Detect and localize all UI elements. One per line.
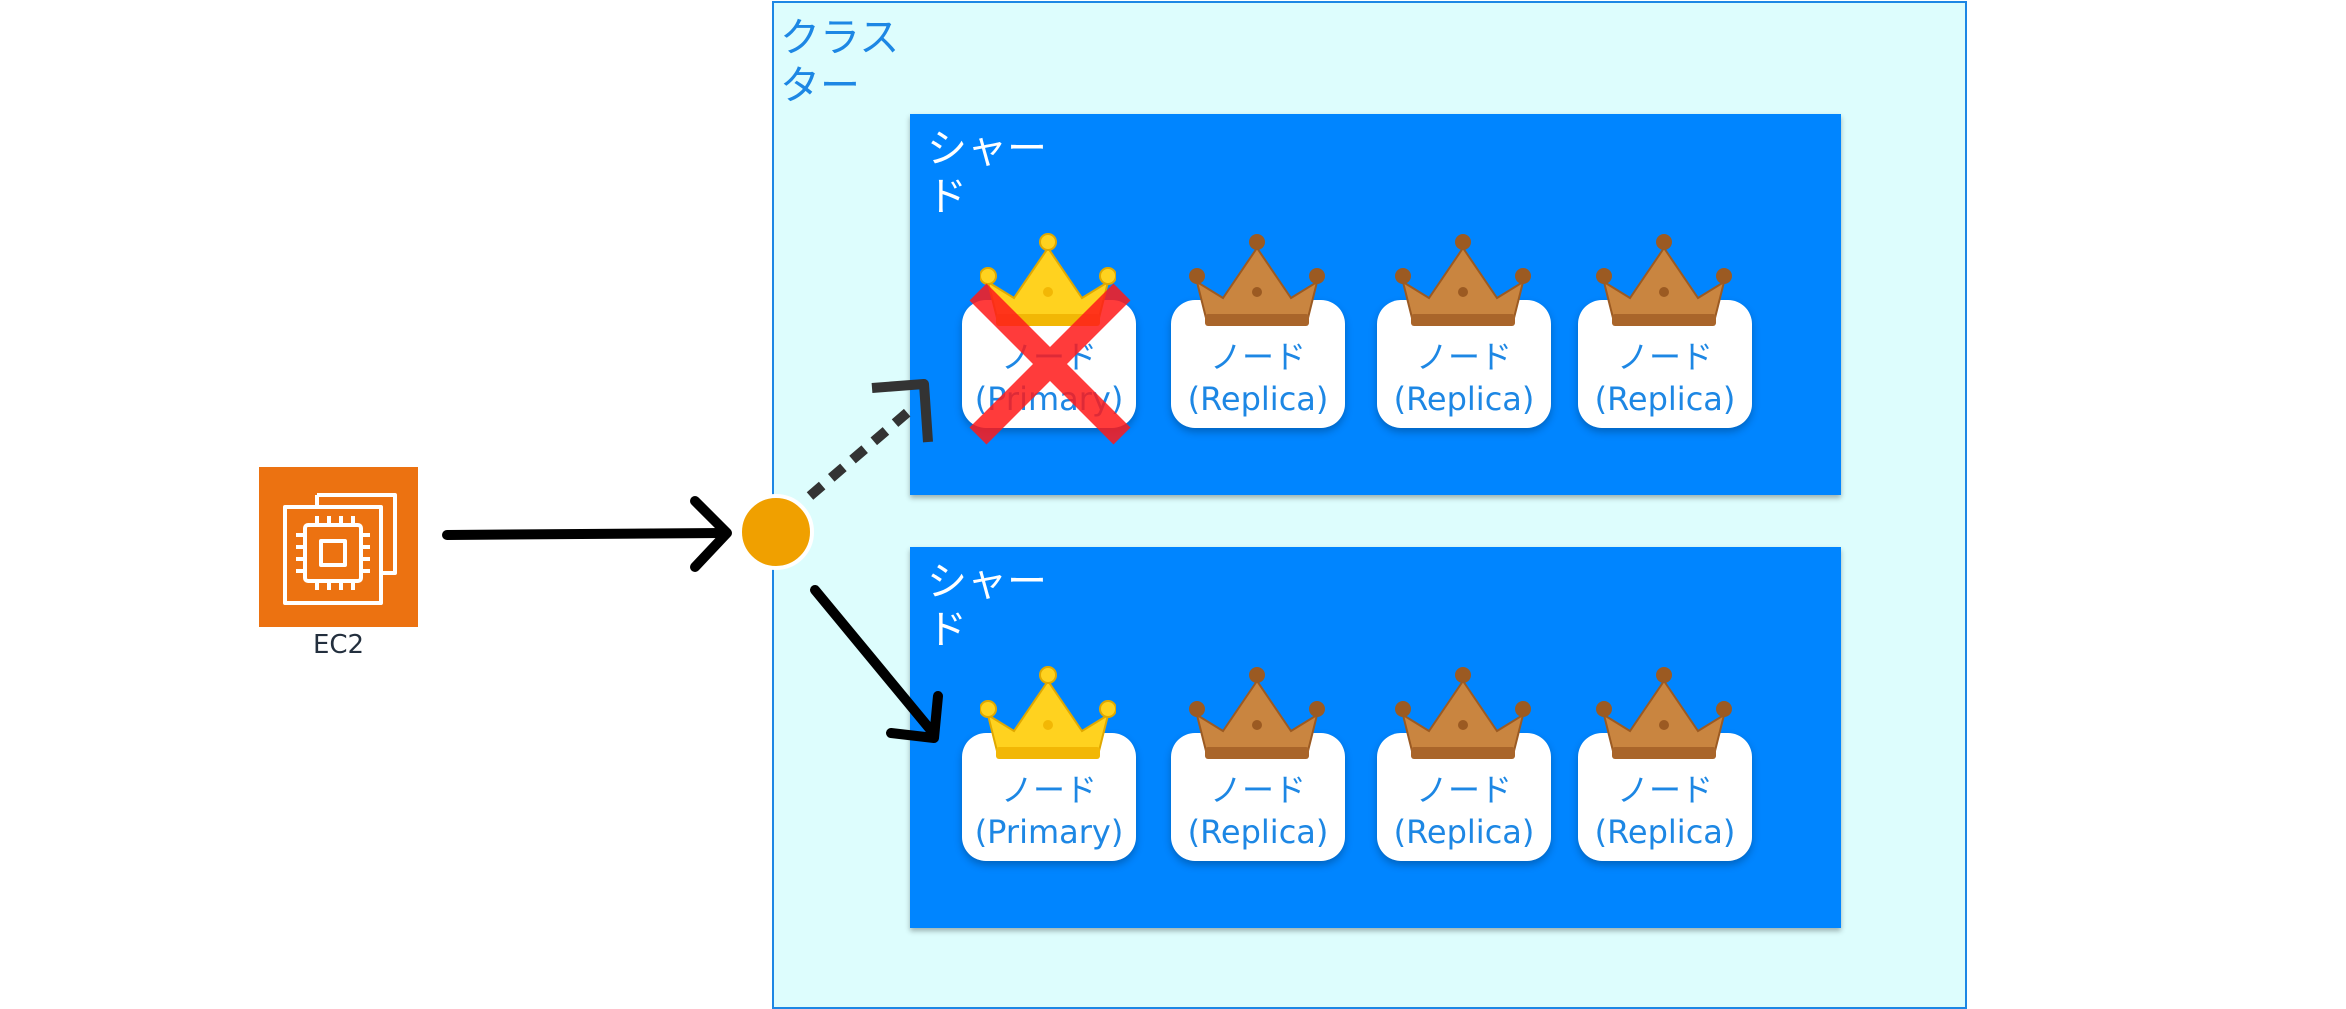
shard-1-replica-node: ノード (Replica) [1377,300,1551,428]
cluster-label: クラスター [780,15,900,109]
router-to-active-shard-arrow [810,585,943,743]
node-label: ノード [1616,338,1713,376]
bronze-crown-icon [1596,234,1732,326]
gold-crown-icon [980,666,1116,759]
node-label: ノード [1616,771,1713,809]
shard-label: シャード [927,559,1047,653]
node-label: ノード [1209,338,1306,376]
ec2-chip-icon [283,493,397,605]
failure-x-icon [969,283,1131,445]
node-label: ノード [1209,771,1306,809]
node-role: (Replica) [1594,380,1736,418]
bronze-crown-icon [1395,667,1531,759]
node-role: (Replica) [1187,813,1329,851]
bronze-crown-icon [1596,667,1732,759]
node-label: ノード [1415,338,1512,376]
node-role: (Replica) [1594,813,1736,851]
bronze-crown-icon [1189,234,1325,326]
node-label: ノード [1415,771,1512,809]
bronze-crown-icon [1395,234,1531,326]
ec2-icon-box [259,467,418,627]
ec2-to-router-arrow [442,496,732,572]
node-role: (Primary) [974,813,1124,851]
router-dot [738,494,814,570]
node-label: ノード [1000,771,1097,809]
router-to-failed-shard-dotted-arrow [806,379,933,500]
node-role: (Replica) [1393,813,1535,851]
ec2-label: EC2 [312,630,365,660]
bronze-crown-icon [1189,667,1325,759]
node-role: (Replica) [1393,380,1535,418]
node-role: (Replica) [1187,380,1329,418]
shard-label: シャード [927,126,1047,220]
